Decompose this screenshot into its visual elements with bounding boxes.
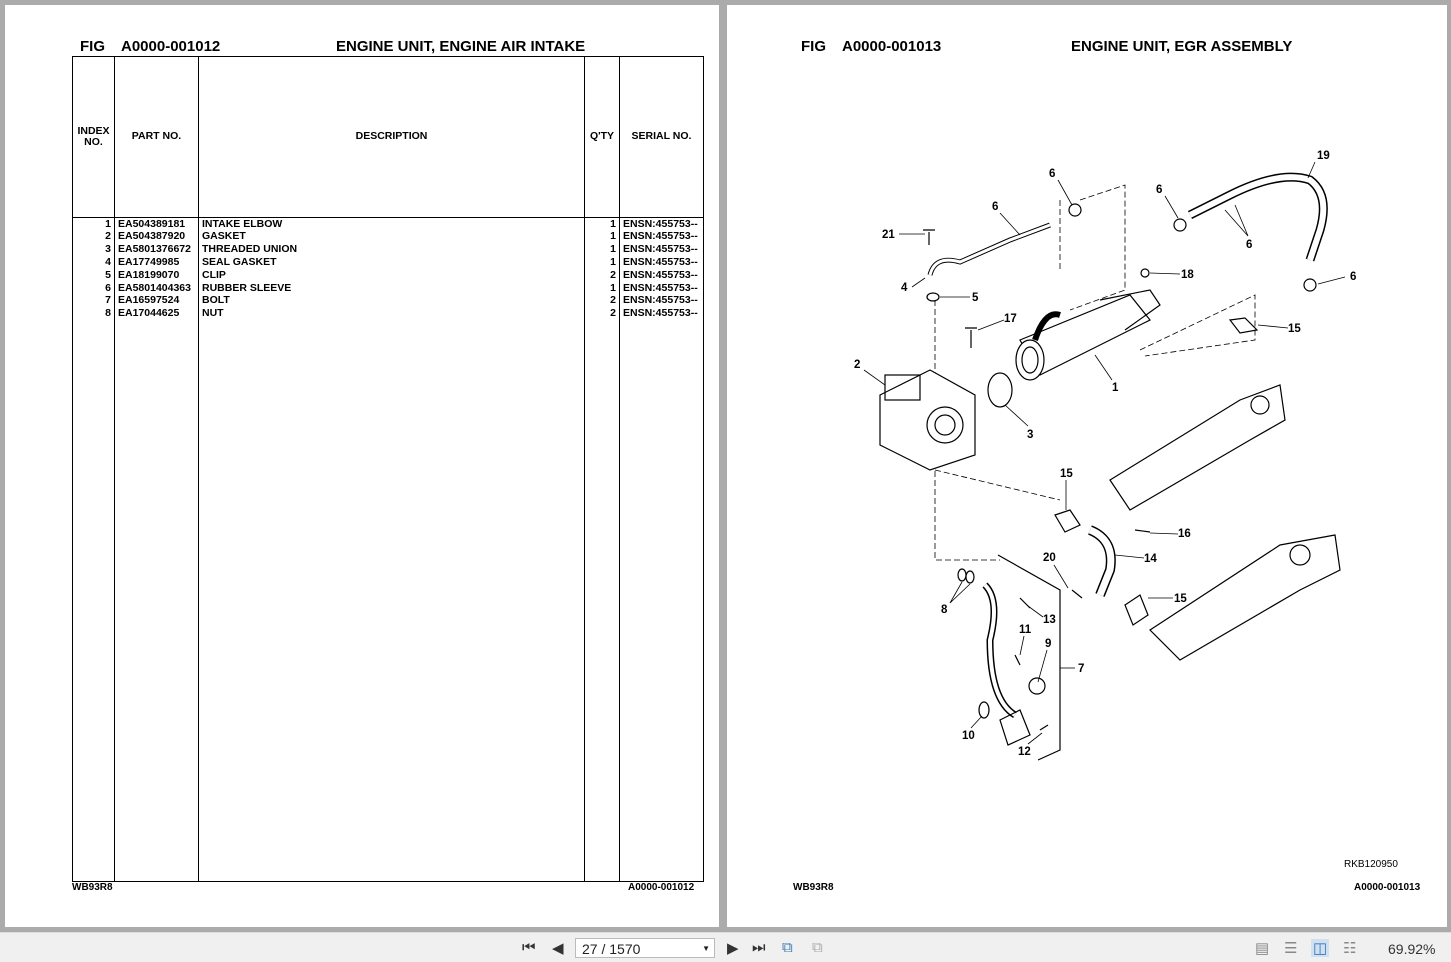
cell-qty: 1 bbox=[584, 230, 620, 244]
cell-desc: SEAL GASKET bbox=[198, 256, 585, 269]
cell-desc: NUT bbox=[198, 307, 585, 321]
cell-desc: GASKET bbox=[198, 230, 585, 244]
cell-index: 2 bbox=[72, 230, 115, 244]
cell-part: EA5801376672 bbox=[114, 243, 199, 257]
first-page-icon[interactable]: ⏮ bbox=[522, 939, 536, 956]
fig-number: A0000-001013 bbox=[842, 38, 942, 55]
filler-cell bbox=[584, 320, 620, 883]
cell-part: EA5801404363 bbox=[114, 281, 199, 295]
page-indicator: 27 / 1570 bbox=[582, 941, 641, 957]
cell-index: 3 bbox=[72, 243, 115, 257]
fit-page-icon[interactable]: ⧉ bbox=[782, 939, 793, 956]
chevron-down-icon[interactable]: ▼ bbox=[702, 944, 710, 953]
two-page-icon[interactable]: ◫ bbox=[1311, 939, 1330, 957]
right-page: FIG A0000-001013 ENGINE UNIT, EGR ASSEMB… bbox=[727, 5, 1447, 927]
cell-index: 7 bbox=[72, 294, 115, 308]
cell-serial: ENSN:455753-- bbox=[619, 268, 704, 282]
col-part: PART NO. bbox=[114, 56, 199, 218]
two-page-continuous-icon[interactable]: ☷ bbox=[1343, 940, 1357, 957]
zoom-level[interactable]: 69.92% bbox=[1388, 941, 1436, 957]
cell-qty: 2 bbox=[584, 307, 620, 321]
fit-width-icon[interactable]: ⧉ bbox=[812, 939, 823, 956]
cell-index: 6 bbox=[72, 281, 115, 295]
prev-page-icon[interactable]: ◀ bbox=[552, 940, 564, 957]
cell-part: EA504387920 bbox=[114, 230, 199, 244]
cell-qty: 1 bbox=[584, 256, 620, 269]
cell-part: EA16597524 bbox=[114, 294, 199, 308]
fig-label: FIG bbox=[80, 38, 105, 55]
filler-cell bbox=[72, 320, 115, 883]
cell-desc: RUBBER SLEEVE bbox=[198, 281, 585, 295]
continuous-icon[interactable]: ☰ bbox=[1284, 940, 1298, 957]
footer-fig: A0000-001013 bbox=[1354, 882, 1421, 893]
cell-part: EA17749985 bbox=[114, 256, 199, 269]
next-page-icon[interactable]: ▶ bbox=[727, 940, 739, 957]
cell-index: 4 bbox=[72, 256, 115, 269]
cell-part: EA17044625 bbox=[114, 307, 199, 321]
fig-number: A0000-001012 bbox=[121, 38, 221, 55]
col-serial: SERIAL NO. bbox=[619, 56, 704, 218]
cell-serial: ENSN:455753-- bbox=[619, 281, 704, 295]
footer-model: WB93R8 bbox=[72, 882, 113, 893]
col-qty: Q'TY bbox=[584, 56, 620, 218]
cell-qty: 1 bbox=[584, 217, 620, 231]
page-title: ENGINE UNIT, EGR ASSEMBLY bbox=[1071, 38, 1293, 55]
cell-qty: 1 bbox=[584, 281, 620, 295]
cell-index: 5 bbox=[72, 268, 115, 282]
cell-desc: CLIP bbox=[198, 268, 585, 282]
single-page-icon[interactable]: ▤ bbox=[1255, 940, 1270, 957]
last-page-icon[interactable]: ⏭ bbox=[752, 939, 766, 956]
filler-cell bbox=[619, 320, 704, 883]
left-page: FIG A0000-001012 ENGINE UNIT, ENGINE AIR… bbox=[5, 5, 719, 927]
page-number-input[interactable]: 27 / 1570 ▼ bbox=[575, 938, 715, 958]
page-title: ENGINE UNIT, ENGINE AIR INTAKE bbox=[336, 38, 586, 55]
cell-qty: 2 bbox=[584, 294, 620, 308]
table-header: INDEX NO. PART NO. DESCRIPTION Q'TY SERI… bbox=[72, 56, 704, 218]
footer-fig: A0000-001012 bbox=[628, 882, 695, 893]
parts-table: INDEX NO. PART NO. DESCRIPTION Q'TY SERI… bbox=[72, 56, 704, 883]
cell-serial: ENSN:455753-- bbox=[619, 217, 704, 231]
cell-desc: THREADED UNION bbox=[198, 243, 585, 257]
cell-qty: 1 bbox=[584, 243, 620, 257]
cell-serial: ENSN:455753-- bbox=[619, 307, 704, 321]
filler-cell bbox=[114, 320, 199, 883]
footer-model: WB93R8 bbox=[793, 882, 834, 893]
cell-desc: INTAKE ELBOW bbox=[198, 217, 585, 231]
cell-serial: ENSN:455753-- bbox=[619, 243, 704, 257]
cell-qty: 2 bbox=[584, 268, 620, 282]
col-desc: DESCRIPTION bbox=[198, 56, 585, 218]
cell-serial: ENSN:455753-- bbox=[619, 294, 704, 308]
cell-serial: ENSN:455753-- bbox=[619, 230, 704, 244]
cell-index: 1 bbox=[72, 217, 115, 231]
cell-serial: ENSN:455753-- bbox=[619, 256, 704, 269]
cell-index: 8 bbox=[72, 307, 115, 321]
col-index: INDEX NO. bbox=[72, 56, 115, 218]
viewer-toolbar: ⏮ ◀ 27 / 1570 ▼ ▶ ⏭ ⧉ ⧉ ▤ ☰ ◫ ☷ 69.92% bbox=[0, 932, 1451, 962]
cell-desc: BOLT bbox=[198, 294, 585, 308]
fig-label: FIG bbox=[801, 38, 826, 55]
cell-part: EA18199070 bbox=[114, 268, 199, 282]
cell-part: EA504389181 bbox=[114, 217, 199, 231]
filler-cell bbox=[198, 320, 585, 883]
drawing-code: RKB120950 bbox=[1344, 859, 1398, 870]
